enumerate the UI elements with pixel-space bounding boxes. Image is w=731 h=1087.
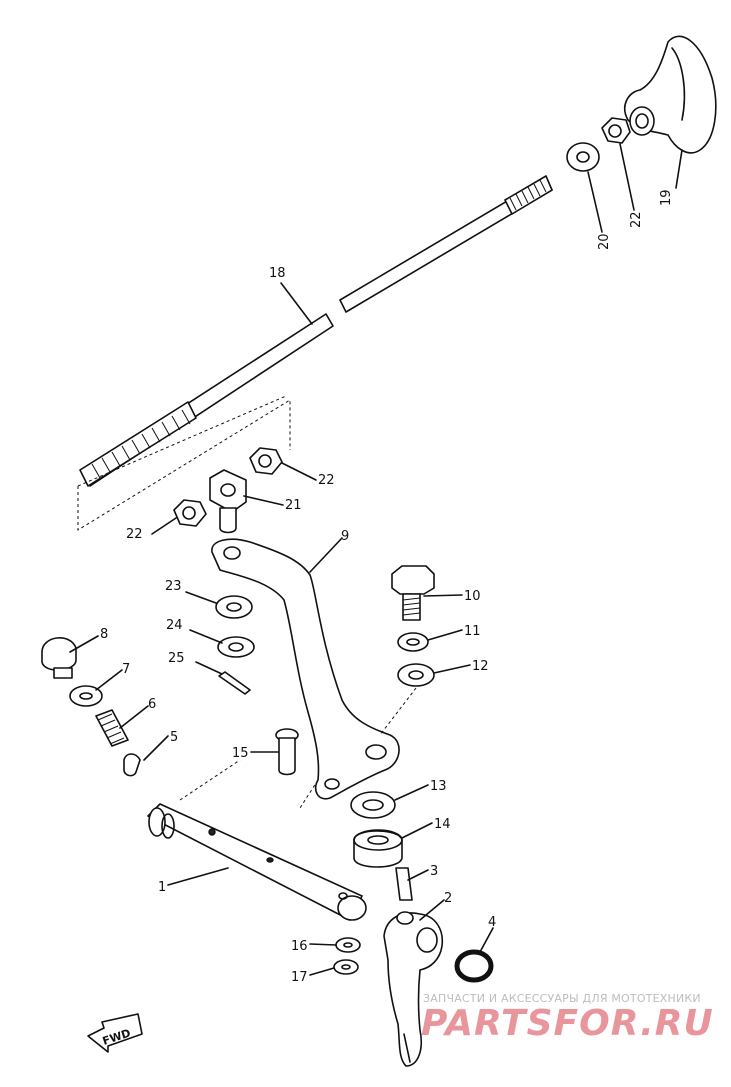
part-24-washer [217, 636, 255, 658]
part-11-lock-washer [397, 632, 429, 652]
label-part-23: 23 [165, 579, 182, 594]
part-16-washer [335, 937, 361, 953]
label-part-18: 18 [269, 266, 286, 281]
label-part-22-upper: 22 [629, 211, 644, 228]
label-part-11: 11 [464, 624, 481, 639]
part-7-washer [69, 685, 103, 707]
part-3-pin [395, 867, 413, 901]
part-2-shift-fork [383, 911, 444, 1067]
label-part-21: 21 [285, 498, 302, 513]
fwd-arrow-icon: FWD [87, 1013, 143, 1053]
part-19-knob [624, 35, 717, 154]
label-part-24: 24 [166, 618, 183, 633]
part-17-clip [333, 959, 359, 975]
callout-numbers: 1 2 3 4 5 6 7 8 9 10 11 12 13 14 15 16 1… [100, 189, 674, 985]
leader-lines [69, 143, 683, 976]
part-14-bushing [353, 829, 403, 868]
watermark-brand: PARTSFOR.RU [421, 1003, 714, 1044]
part-21-joint [209, 469, 247, 534]
label-part-5: 5 [170, 730, 178, 745]
label-part-15: 15 [232, 746, 249, 761]
part-1-shaft [147, 803, 367, 921]
part-25-pin [218, 671, 251, 695]
label-part-22-right: 22 [318, 473, 335, 488]
part-6-spring [95, 709, 129, 747]
part-13-washer [350, 791, 396, 819]
part-22-nut-right [249, 447, 283, 475]
label-part-13: 13 [430, 779, 447, 794]
part-23-washer [215, 595, 253, 619]
label-part-10: 10 [464, 589, 481, 604]
part-22-nut-left [173, 499, 207, 527]
part-4-o-ring [454, 949, 494, 983]
label-part-7: 7 [122, 662, 130, 677]
label-part-6: 6 [148, 697, 156, 712]
label-part-9: 9 [341, 529, 349, 544]
label-part-1: 1 [158, 880, 166, 895]
label-part-12: 12 [472, 659, 489, 674]
label-part-19: 19 [659, 189, 674, 206]
part-20-washer [566, 142, 600, 172]
label-part-16: 16 [291, 939, 308, 954]
label-part-2: 2 [444, 891, 452, 906]
label-part-22-left: 22 [126, 527, 143, 542]
part-10-bolt [391, 565, 435, 621]
part-22-nut-upper [601, 117, 631, 144]
label-part-8: 8 [100, 627, 108, 642]
part-8-plug [41, 637, 77, 679]
label-part-20: 20 [597, 233, 612, 250]
label-part-17: 17 [291, 970, 308, 985]
part-5-plunger [123, 753, 141, 777]
label-part-25: 25 [168, 651, 185, 666]
label-part-3: 3 [430, 864, 438, 879]
label-part-14: 14 [434, 817, 451, 832]
part-9-lever [211, 538, 400, 800]
part-15-pin [275, 728, 299, 776]
part-12-washer [397, 663, 435, 687]
label-part-4: 4 [488, 915, 496, 930]
part-18-rod [77, 175, 553, 531]
watermark-tagline: ЗАПЧАСТИ И АКСЕССУАРЫ ДЛЯ МОТОТЕХНИКИ [423, 992, 701, 1005]
